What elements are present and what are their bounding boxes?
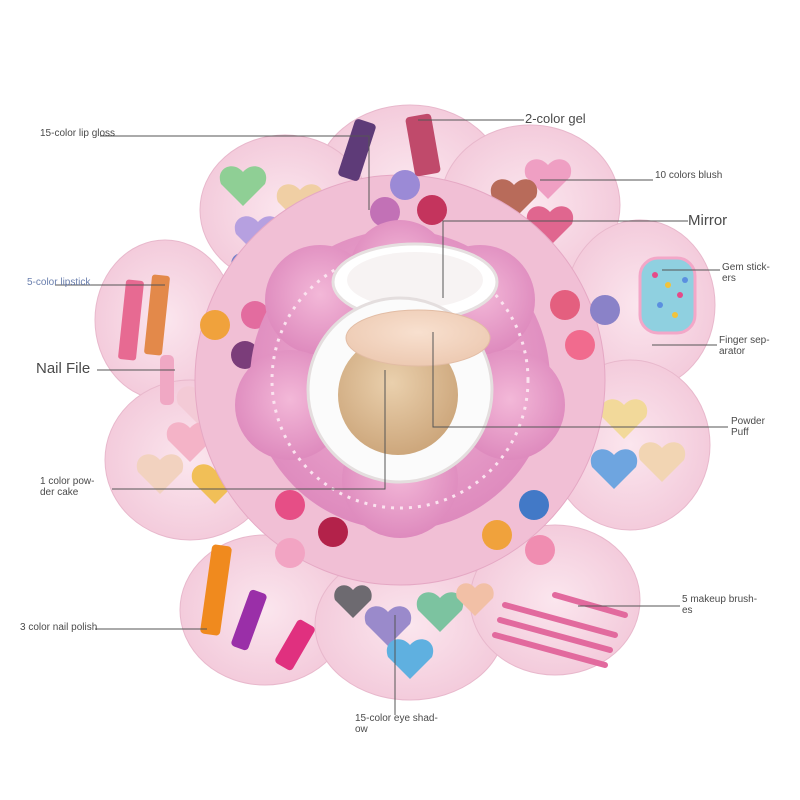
label-nail-file: Nail File (36, 360, 91, 377)
heart-pan (386, 639, 434, 679)
label-blush: 10 colors blush (655, 170, 723, 181)
compact (306, 242, 499, 484)
label-gem-stickers: Gem stick- ers (722, 262, 770, 284)
heart-pan (456, 583, 494, 616)
heart-pan (490, 179, 538, 219)
heart-pan (600, 399, 648, 439)
label-brushes: 5 makeup brush- es (682, 594, 758, 616)
heart-pan (136, 454, 184, 494)
heart-pan (416, 592, 464, 632)
heart-pan (638, 442, 686, 482)
label-finger-separator: Finger sep- arator (719, 335, 770, 357)
label-mirror: Mirror (688, 212, 728, 229)
heart-pan (526, 206, 574, 246)
makeup-brushes (492, 592, 628, 668)
gem-sticker-plate (638, 256, 697, 335)
powder-puff (345, 309, 491, 367)
label-gel: 2-color gel (525, 111, 586, 126)
label-powder-cake: 1 color pow- der cake (40, 476, 95, 498)
heart-pan (334, 585, 372, 618)
label-eye-shadow: 15-color eye shad- ow (355, 713, 438, 735)
label-lipstick: 5-color lipstick (27, 277, 91, 288)
lip-products (118, 113, 441, 671)
heart-pan (524, 159, 572, 199)
leader-lines (55, 119, 728, 715)
label-lip-gloss: 15-color lip gloss (40, 128, 116, 139)
heart-pan (364, 606, 412, 646)
label-powder-puff: Powder Puff (731, 416, 765, 438)
nail-file (160, 355, 174, 405)
label-nail-polish: 3 color nail polish (20, 622, 98, 633)
heart-pan (219, 166, 267, 206)
heart-pan (590, 449, 638, 489)
